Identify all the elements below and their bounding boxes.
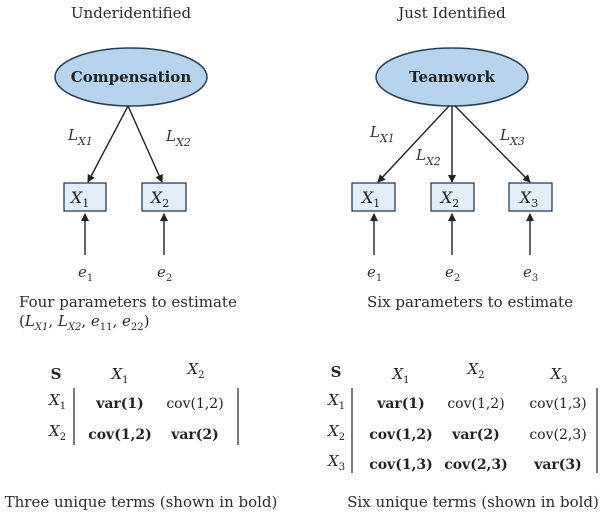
indicator-label-tx2: X2 [439, 188, 459, 210]
right-matrix-corner: S [330, 363, 342, 381]
left-caption: Four parameters to estimate [19, 293, 237, 311]
factor-label-compensation: Compensation [71, 68, 192, 86]
left-matrix-col-x1: X1 [111, 365, 129, 386]
right-matrix-col-x1: X1 [392, 365, 410, 386]
right-matrix-cell-1-1: var(1) [377, 396, 425, 412]
error-label-e2: e2 [157, 263, 172, 284]
loading-label-lx1: LX1 [67, 126, 93, 148]
left-matrix-cell-2-1: cov(1,2) [88, 427, 152, 443]
left-matrix-cell-1-2: cov(1,2) [166, 396, 224, 412]
indicator-box-x2 [141, 182, 187, 212]
error-label-te2: e2 [445, 263, 460, 284]
right-footer: Six unique terms (shown in bold) [347, 493, 599, 511]
left-matrix-row-x2: X2 [49, 422, 67, 443]
right-matrix-col-x2: X2 [467, 360, 485, 381]
right-matrix-row-x1: X1 [328, 391, 346, 412]
right-matrix-cell-3-1: cov(1,3) [369, 457, 433, 473]
right-matrix-cell-2-3: cov(2,3) [529, 427, 587, 443]
right-matrix-cell-3-2: cov(2,3) [444, 457, 508, 473]
right-panel-title: Just Identified [398, 4, 506, 22]
right-matrix-cell-2-2: var(2) [452, 427, 500, 443]
error-label-te1: e1 [367, 263, 382, 284]
indicator-box-tx3 [508, 182, 553, 212]
left-footer: Three unique terms (shown in bold) [4, 493, 278, 511]
left-panel-title: Underidentified [70, 4, 192, 22]
left-matrix-row-x1: X1 [49, 391, 67, 412]
loading-label-tlx2: LX2 [415, 146, 441, 168]
right-caption: Six parameters to estimate [367, 293, 573, 311]
indicator-label-tx1: X1 [360, 188, 380, 210]
right-matrix-col-x3: X3 [550, 365, 568, 386]
loading-arrow-x1 [87, 105, 129, 183]
indicator-box-tx1 [351, 182, 396, 212]
error-label-te3: e3 [523, 263, 538, 284]
error-label-e1: e1 [78, 263, 93, 284]
indicator-box-tx2 [430, 182, 475, 212]
left-matrix-cell-1-1: var(1) [96, 396, 144, 412]
right-matrix-cell-1-2: cov(1,2) [447, 396, 505, 412]
left-matrix-corner: S [50, 365, 62, 383]
left-matrix-cell-2-2: var(2) [171, 427, 219, 443]
indicator-label-x2: X2 [149, 188, 169, 210]
right-matrix-row-x2: X2 [328, 422, 346, 443]
loading-label-lx2: LX2 [165, 127, 191, 149]
loading-label-tlx1: LX1 [369, 123, 395, 145]
right-matrix-cell-3-3: var(3) [534, 457, 582, 473]
indicator-label-tx3: X3 [518, 188, 538, 210]
right-matrix-cell-2-1: cov(1,2) [369, 427, 433, 443]
loading-arrow-tx3 [454, 105, 531, 183]
indicator-label-x1: X1 [69, 188, 89, 210]
right-matrix-row-x3: X3 [328, 452, 346, 473]
factor-label-teamwork: Teamwork [409, 68, 495, 86]
indicator-box-x1 [63, 182, 107, 212]
left-matrix-col-x2: X2 [187, 360, 205, 381]
factor-ellipse-compensation [54, 47, 208, 107]
left-parameter-list: (LX1, LX2, e11, e22) [19, 312, 150, 333]
right-matrix-cell-1-3: cov(1,3) [529, 396, 587, 412]
loading-arrow-tx1 [377, 105, 450, 183]
loading-label-tlx3: LX3 [499, 126, 525, 148]
loading-arrow-x2 [127, 105, 163, 183]
